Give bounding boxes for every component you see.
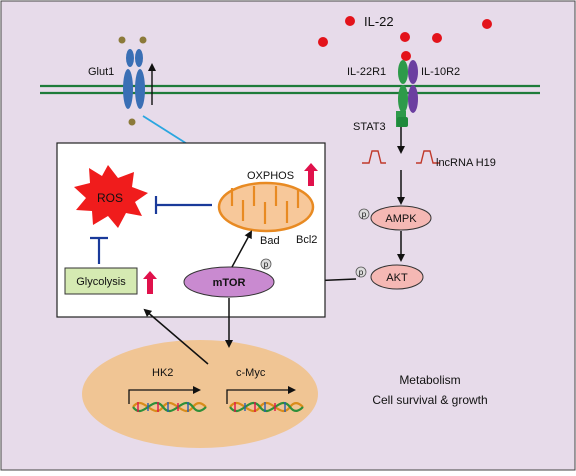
mtor-phospho-label: p <box>264 260 269 269</box>
il22r1-label: IL-22R1 <box>347 66 386 78</box>
phosphorylation-icon <box>260 258 272 270</box>
il22-label: IL-22 <box>364 14 394 29</box>
il10r2-label: IL-10R2 <box>421 66 460 78</box>
ampk-node <box>370 205 432 231</box>
hk2-label: HK2 <box>152 367 173 379</box>
inhibition-bar-icon <box>90 236 108 264</box>
bcl2-label: Bcl2 <box>296 234 317 246</box>
bad-label: Bad <box>260 235 280 247</box>
il22-ligand-dots <box>318 16 492 61</box>
inhibition-bar-icon <box>154 196 212 214</box>
dna-helix-icon <box>229 401 304 413</box>
glycolysis-box <box>64 267 138 295</box>
il22-receptor-complex <box>396 60 418 127</box>
akt-node <box>370 264 424 290</box>
dna-helix-icon <box>132 401 207 413</box>
stat3-label: STAT3 <box>353 121 386 133</box>
lncrna-label: lncRNA H19 <box>436 157 496 169</box>
ros-label: ROS <box>97 191 123 205</box>
phosphorylation-icon <box>355 266 367 278</box>
hk2-gene-marker <box>128 386 201 404</box>
metabolism-label: Metabolism <box>399 373 460 387</box>
mitochondrion <box>217 181 315 233</box>
cmyc-gene-marker <box>226 386 296 404</box>
rna-wave-icon <box>362 150 440 164</box>
up-arrow-icon <box>143 271 157 294</box>
up-arrow-icon <box>304 163 318 186</box>
nucleus <box>82 340 318 448</box>
cmyc-label: c-Myc <box>236 367 266 379</box>
phosphorylation-icon <box>358 208 370 220</box>
survival-label: Cell survival & growth <box>372 393 487 407</box>
akt-label: AKT <box>386 272 408 284</box>
mtor-node <box>183 266 275 298</box>
glut1-transporter <box>118 36 147 126</box>
mtor-label: mTOR <box>213 277 246 289</box>
hk2-to-glycolysis-arrow <box>143 308 209 365</box>
glycolysis-label: Glycolysis <box>76 276 126 288</box>
ampk-phospho-label: p <box>362 210 367 219</box>
akt-phospho-label: p <box>359 268 364 277</box>
oxphos-label: OXPHOS <box>247 170 294 182</box>
ampk-label: AMPK <box>385 213 417 225</box>
glut1-label: Glut1 <box>88 66 114 78</box>
mtor-to-mito-arrow <box>231 230 252 268</box>
ros-starburst <box>74 165 148 228</box>
